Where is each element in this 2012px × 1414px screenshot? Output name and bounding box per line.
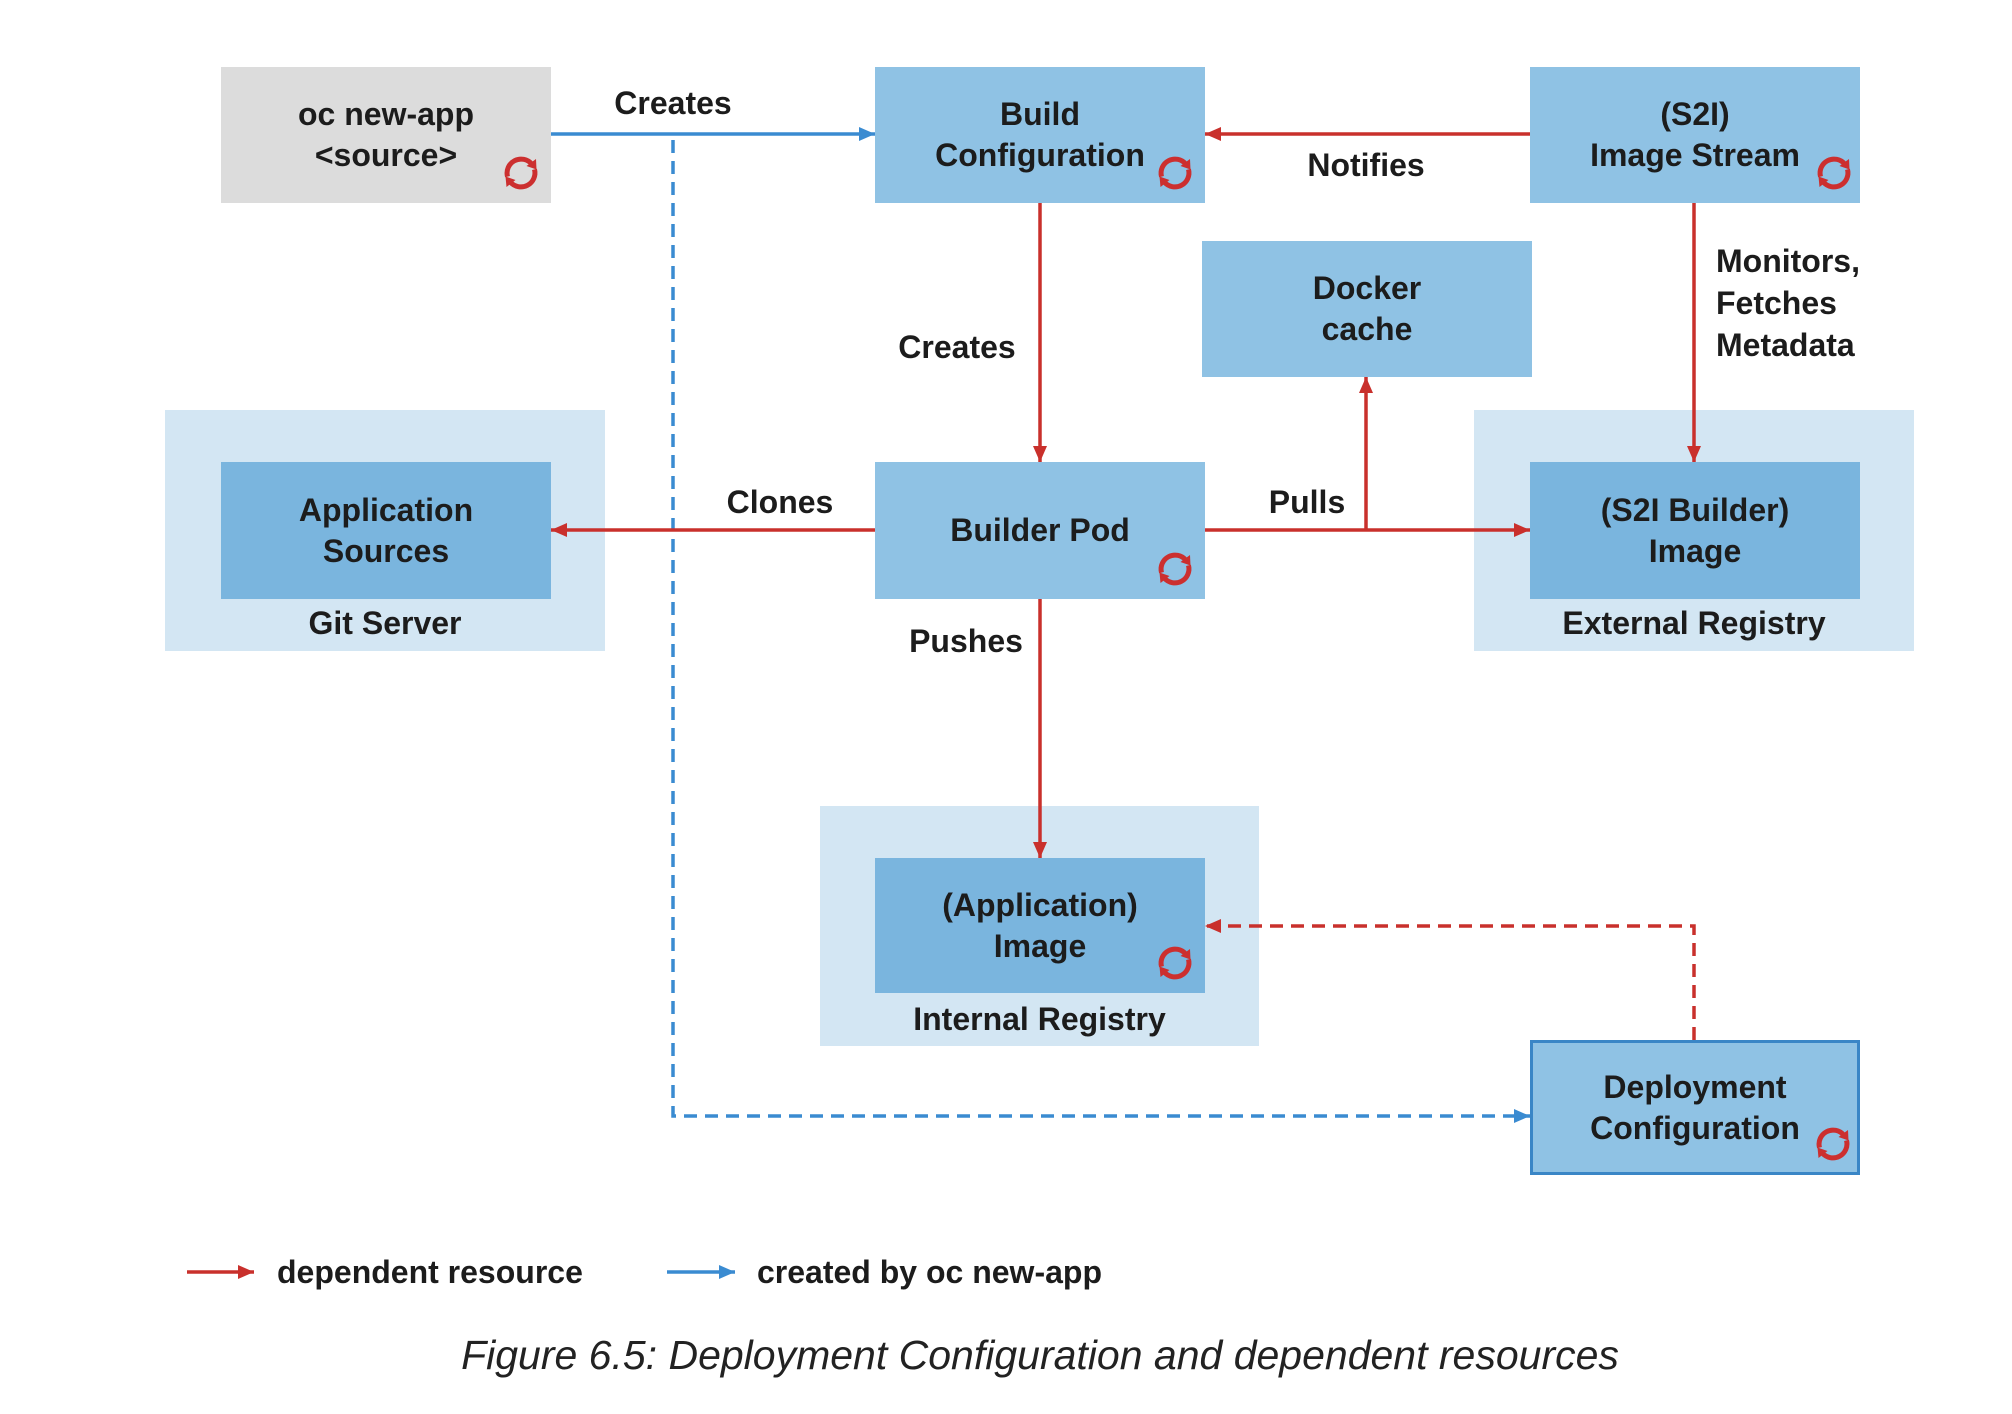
edge-label-line: Monitors, [1716,243,1860,279]
node-label-line: Deployment [1603,1068,1787,1105]
node-label-line: Build [1000,96,1080,132]
node-label-line: Docker [1312,270,1422,306]
application-sources-node: Application Sources [221,462,551,599]
node-label-line: (Application) [942,886,1138,923]
edge-label-creates-build-configuration: Creates [614,85,732,121]
openshift-cycle-icon [1151,149,1199,197]
git-server-label: Git Server [308,605,462,641]
openshift-cycle-icon [497,149,545,197]
external-registry-label: External Registry [1562,605,1826,641]
node-label-line: Image Stream [1590,137,1800,173]
oc-new-app-node: oc new-app <source> [221,67,551,203]
deployment-configuration-node: Deployment Configuration [1530,1040,1860,1175]
openshift-cycle-icon-graphic [1158,552,1192,586]
figure-caption: Figure 6.5: Deployment Configuration and… [461,1332,1619,1378]
node-label-line: Configuration [1590,1109,1800,1146]
node-label-line: Sources [322,532,450,569]
openshift-cycle-icon [1151,545,1199,593]
node-label-line: <source> [314,137,458,173]
edge-label-creates-builder-pod: Creates [898,329,1016,365]
node-label-line: Builder Pod [950,512,1130,548]
builder-pod-node: Builder Pod [875,462,1205,599]
edge-label-line: Metadata [1716,327,1855,363]
node-label-line: Image [993,927,1087,964]
edge-deployment-configuration-to-application-image [1205,919,1696,1040]
node-label-line: Configuration [935,137,1145,173]
edge-label-pushes: Pushes [909,623,1023,659]
edge-label-line: Fetches [1716,285,1837,321]
node-label-line: Image [1648,532,1742,569]
edge-label-clones: Clones [726,484,834,520]
node-label-line: cache [1321,311,1413,347]
openshift-cycle-icon [1809,1120,1857,1168]
openshift-cycle-icon-graphic [504,156,538,190]
openshift-cycle-icon [1810,149,1858,197]
edge-label-notifies: Notifies [1307,147,1425,183]
openshift-cycle-icon-graphic [1816,1127,1850,1161]
openshift-cycle-icon-graphic [1158,946,1192,980]
node-label-line: (S2I Builder) [1600,491,1790,528]
image-stream-node: (S2I) Image Stream [1530,67,1860,203]
openshift-cycle-icon-graphic [1158,156,1192,190]
s2i-builder-image-node: (S2I Builder) Image [1530,462,1860,599]
build-configuration-node: Build Configuration [875,67,1205,203]
openshift-cycle-icon [1151,939,1199,987]
node-label-line: Application [298,491,474,528]
docker-cache-node: Docker cache [1202,241,1532,377]
openshift-cycle-icon-graphic [1817,156,1851,190]
internal-registry-label: Internal Registry [913,1001,1166,1037]
application-image-node: (Application) Image [875,858,1205,993]
edge-label-pulls: Pulls [1268,484,1346,520]
node-label-line: (S2I) [1660,96,1730,132]
node-label-line: oc new-app [297,96,474,132]
legend-created-by-oc-new-app-label: created by oc new-app [757,1254,1102,1290]
legend-dependent-resource-label: dependent resource [277,1254,583,1290]
edge-label-monitors-fetches-metadata: Monitors, Fetches Metadata [1716,240,1860,366]
